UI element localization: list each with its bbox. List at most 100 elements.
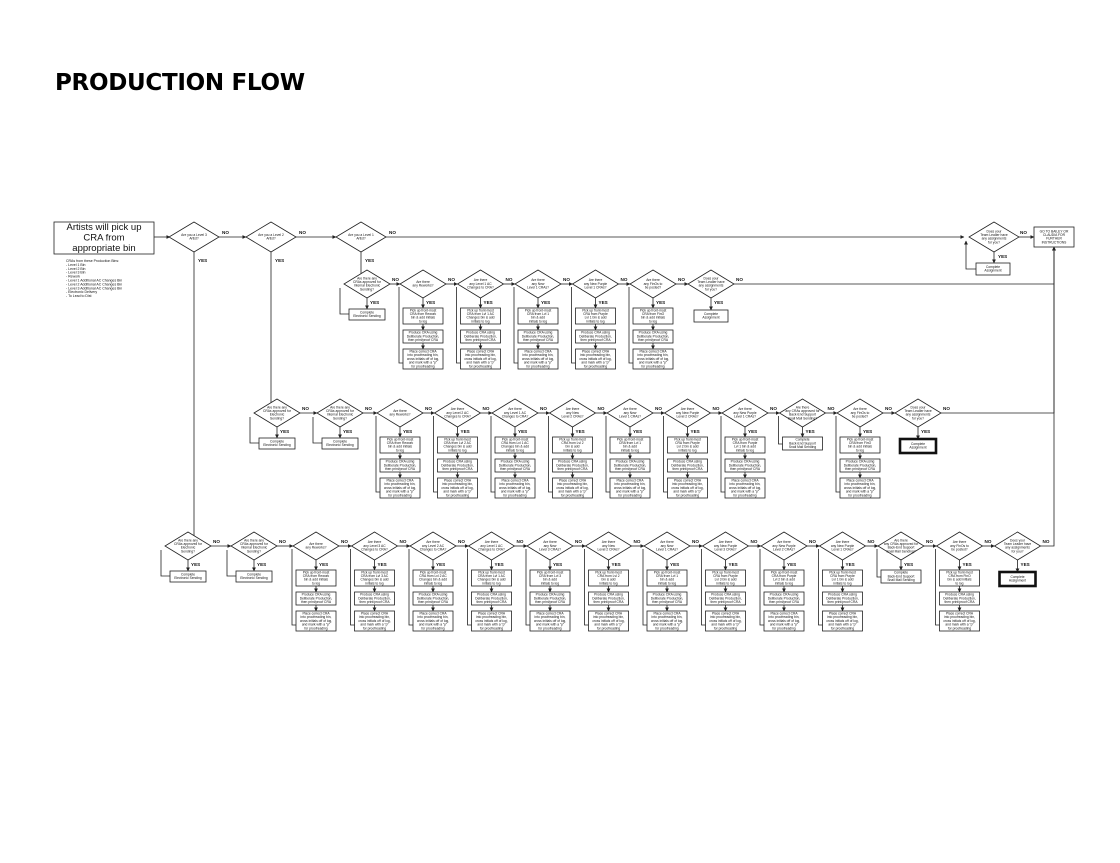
row3-step-question-11-label: Are there	[894, 538, 908, 542]
row3-step-2-box-1-label: Pick up front-most	[361, 570, 388, 574]
row2-step-1-box-1-label: bin & add initials	[388, 445, 412, 449]
row1-step-5-box-2-label: Deliberate Production,	[637, 334, 670, 338]
row3-step-1-box-2	[295, 591, 337, 606]
row3-step-12-box-2-label: Produce CRA using	[945, 593, 974, 597]
row2-step-6-box-2-label: then print/proof CRA	[672, 467, 703, 471]
row1-step-5-box-2-label: Produce CRA using	[639, 331, 668, 335]
row3-return-line	[350, 549, 355, 626]
row1-step-5-box-3-label: and mark with a "p"	[639, 361, 668, 365]
row3-step-4-box-2-label: Produce CRA using	[477, 593, 506, 597]
row3-step-1-box-2-label: Produce CRA using	[302, 593, 331, 597]
row2-step-question-8	[778, 398, 827, 428]
row3-step-3-box-3-label: Place correct CRA	[419, 611, 447, 615]
row2-complete-electronic-sending-label: Complete	[333, 440, 347, 444]
yes-label: YES	[365, 258, 374, 263]
no-label: NO	[985, 539, 992, 544]
row3-team-leader-question-label: Does your	[1010, 538, 1026, 542]
yes-label: YES	[633, 429, 642, 434]
row3-step-1-box-3-label: cross initials off of log,	[300, 619, 332, 623]
row3-return-line	[759, 549, 764, 626]
row2-step-1-box-3	[379, 477, 421, 499]
row1-return-line	[571, 287, 576, 364]
row1-team-leader-question-label: any assignments	[699, 284, 724, 288]
row1-return-line	[456, 287, 461, 364]
row2-electronic-question-1-label: Sending?	[270, 416, 284, 420]
row3-step-10-box-3-label: into proofreading bin,	[827, 615, 858, 619]
row1-step-3-box-2-label: then print/proof CRA	[523, 338, 554, 342]
row3-step-question-5-label: Level 3 CRAs?	[539, 548, 561, 552]
row2-step-4-box-2-label: Produce CRA using	[558, 460, 587, 464]
yes-label: YES	[904, 562, 913, 567]
row1-step-2-box-2	[460, 329, 501, 344]
row2-step-question-9-label: be posted?	[852, 415, 868, 419]
row3-step-5-box-1	[529, 569, 571, 587]
bin-list-note: - Level 2 Bin	[66, 267, 86, 271]
row1-step-1-box-2	[402, 329, 444, 344]
row2-step-2-box-2-label: Produce CRA using	[443, 460, 472, 464]
row2-step-3-box-3-label: Place correct CRA	[501, 478, 529, 482]
row2-step-7-box-3-label: for proofreading	[733, 493, 756, 497]
row3-step-1-box-1-label: bin & add initials	[304, 578, 328, 582]
row3-step-5-box-2-label: Deliberate Production,	[534, 596, 567, 600]
row3-step-5-box-3-label: cross initials off of log,	[534, 619, 566, 623]
no-label: NO	[400, 539, 407, 544]
row1-step-question-2-label: Are there	[474, 278, 488, 282]
row3-step-11-box-1-label: Snail Mail Sending	[887, 578, 914, 582]
row2-step-2-box-3	[437, 477, 478, 499]
row3-step-question-4-label: any Level 1 AC	[480, 544, 503, 548]
start-label: Artists will pick up	[67, 222, 142, 233]
row3-step-5-box-2-label: Produce CRA using	[536, 593, 565, 597]
row3-step-7-box-3-label: Place correct CRA	[653, 611, 681, 615]
no-label: NO	[943, 406, 950, 411]
row3-step-2-box-3-label: Place correct CRA	[361, 611, 389, 615]
row3-step-3-box-2-label: Deliberate Production,	[417, 596, 450, 600]
row1-step-question-1-label: Are there	[416, 280, 430, 284]
row3-step-9-box-2-label: Deliberate Production,	[768, 596, 801, 600]
yes-label: YES	[691, 429, 700, 434]
row3-step-5-box-1-label: Pick up front-most	[537, 570, 564, 574]
row3-step-6-box-1	[588, 569, 629, 587]
row3-step-8-box-2	[705, 591, 746, 606]
row1-step-1-box-3-label: Place correct CRA	[409, 349, 437, 353]
row2-step-question-2-label: any Level 2 AC	[446, 411, 469, 415]
row2-step-7-box-2-label: then print/proof CRA	[730, 467, 761, 471]
row3-step-12-box-3-label: into proofreading bin,	[944, 615, 975, 619]
level-question-3-label: Artist?	[189, 237, 199, 241]
row2-step-7-box-2-label: Deliberate Production,	[729, 463, 762, 467]
row2-team-leader-question-label: Does your	[910, 405, 926, 409]
row1-step-4-box-2-label: Deliberate Production,	[579, 334, 612, 338]
row2-step-9-box-1-label: bin & add initials	[848, 445, 872, 449]
row1-electronic-question-1	[343, 269, 391, 299]
no-label: NO	[458, 539, 465, 544]
row2-step-5-box-3-label: and mark with a "p"	[616, 490, 645, 494]
row1-complete-assignment-label: Assignment	[702, 316, 719, 320]
row2-electronic-question-1-label: CRAs approved for	[263, 409, 292, 413]
yes-label: YES	[846, 562, 855, 567]
row3-step-question-9	[760, 531, 808, 561]
row1-step-3-box-3-label: and mark with a "p"	[524, 361, 553, 365]
row2-step-7-box-1-label: Pick up front-most	[732, 437, 759, 441]
row2-step-5-box-3-label: Place correct CRA	[616, 478, 644, 482]
row3-step-12-box-2-label: then print/proof CRA	[944, 600, 975, 604]
row2-step-7-box-3-label: and mark with a "p"	[731, 490, 760, 494]
row2-step-question-3-label: any Level 1 AC	[504, 411, 527, 415]
row1-step-question-2	[456, 269, 505, 299]
row2-step-4-box-3-label: and mark with a "p"	[558, 490, 587, 494]
row1-step-1-box-2-label: Deliberate Production,	[407, 334, 440, 338]
row1-team-leader-question-label: Does your	[703, 276, 719, 280]
row3-step-question-6-label: Level 2 CRAs?	[598, 548, 620, 552]
row2-step-6-box-1	[667, 436, 708, 454]
row3-step-6-box-3-label: into proofreading bin,	[593, 615, 624, 619]
row2-step-question-8-label: Snail Mail Sending?	[788, 416, 817, 420]
row2-step-7-box-3-label: Place correct CRA	[731, 478, 759, 482]
row3-step-question-5-label: Are there	[543, 540, 557, 544]
yes-label: YES	[553, 562, 562, 567]
row2-electronic-question-2-label: Internal Electronic	[327, 413, 354, 417]
row3-team-leader-question-label: Team Leader have	[1004, 542, 1031, 546]
row2-step-6-box-1-label: Pick up front-most	[674, 437, 701, 441]
row2-step-1-box-1-label: Pick up front-most	[387, 437, 414, 441]
row3-step-2-box-3-label: and mark with a "p"	[360, 623, 389, 627]
row1-step-4-box-1-label: CRA from Purple	[583, 312, 608, 316]
row3-step-10-box-1-label: Pick up front-most	[829, 570, 856, 574]
row3-step-question-4-label: Changes to CRA?	[478, 548, 505, 552]
